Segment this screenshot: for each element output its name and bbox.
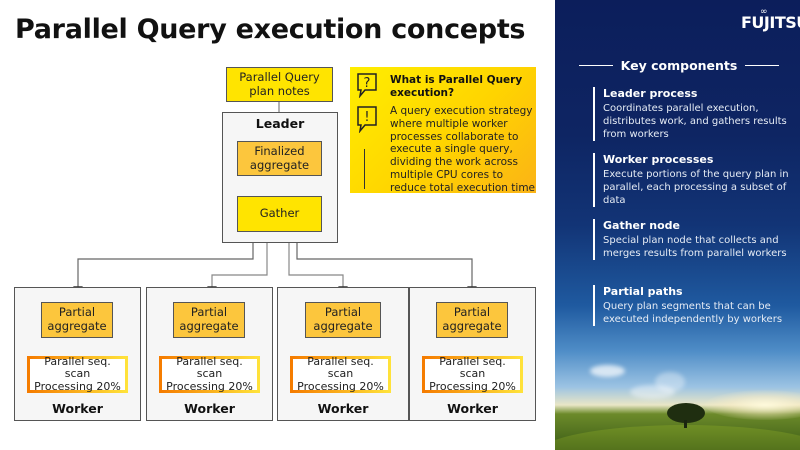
partial-aggregate-node-4: Partial aggregate [436,302,508,338]
component-description: Query plan segments that can be executed… [603,301,783,326]
heading-rule-right [745,65,780,66]
component-description: Coordinates parallel execution, distribu… [603,103,787,141]
component-partial-paths: Partial paths Query plan segments that c… [593,285,793,327]
component-title: Leader process [603,87,698,100]
cloud-decoration [655,372,685,392]
sun-glow [705,390,800,420]
worker-label: Worker [447,401,498,416]
question-speech-bubble-icon: ? [357,73,377,98]
partial-aggregate-node-2: Partial aggregate [173,302,245,338]
key-components-heading: Key components [579,58,780,73]
connector-gather-worker-1 [73,243,254,296]
fujitsu-infinity-mark-icon: ∞ [760,7,768,17]
scan-type: Parallel seq. scan [44,354,111,381]
scan-progress: Processing 20% [429,379,516,393]
cloud-decoration [630,385,675,399]
connector-gather-worker-4 [296,243,477,296]
info-divider [364,149,365,189]
info-box: ? ! What is Parallel Query execution? A … [350,67,536,194]
info-answer: A query execution strategy where multipl… [390,105,536,194]
info-question: What is Parallel Query execution? [390,74,523,100]
worker-label: Worker [52,401,103,416]
finalized-aggregate-node: Finalized aggregate [237,141,322,176]
component-title: Worker processes [603,153,714,166]
key-components-title: Key components [620,58,738,73]
gather-node: Gather [237,196,322,232]
component-title: Gather node [603,219,680,232]
scan-progress: Processing 20% [297,379,384,393]
component-worker-processes: Worker processes Execute portions of the… [593,153,793,208]
tree-icon [667,403,705,423]
cloud-decoration [590,365,625,377]
sidebar-background-image [555,0,800,450]
component-description: Special plan node that collects and merg… [603,235,787,260]
svg-text:?: ? [364,76,371,91]
tree-trunk [684,420,687,428]
exclamation-speech-bubble-icon: ! [357,106,377,133]
connector-gather-worker-2 [207,243,268,296]
leader-label: Leader [255,116,305,131]
partial-aggregate-node-1: Partial aggregate [41,302,113,338]
worker-label: Worker [184,401,235,416]
scan-type: Parallel seq. scan [439,354,506,381]
page-title: Parallel Query execution concepts [15,14,526,45]
scan-type: Parallel seq. scan [307,354,374,381]
connector-gather-worker-3 [288,243,348,296]
component-leader-process: Leader process Coordinates parallel exec… [593,87,793,142]
fujitsu-logo: FUJITSU [741,13,800,32]
component-title: Partial paths [603,285,683,298]
heading-rule-left [579,65,613,66]
scan-type: Parallel seq. scan [176,354,243,381]
partial-aggregate-node-3: Partial aggregate [305,302,381,338]
worker-label: Worker [317,401,369,416]
scan-progress: Processing 20% [166,379,253,393]
component-gather-node: Gather node Special plan node that colle… [593,219,793,261]
svg-text:!: ! [364,110,369,125]
component-description: Execute portions of the query plan in pa… [603,169,789,207]
plan-notes-box: Parallel Query plan notes [226,67,333,102]
scan-progress: Processing 20% [34,379,121,393]
hill-decoration [555,425,800,450]
